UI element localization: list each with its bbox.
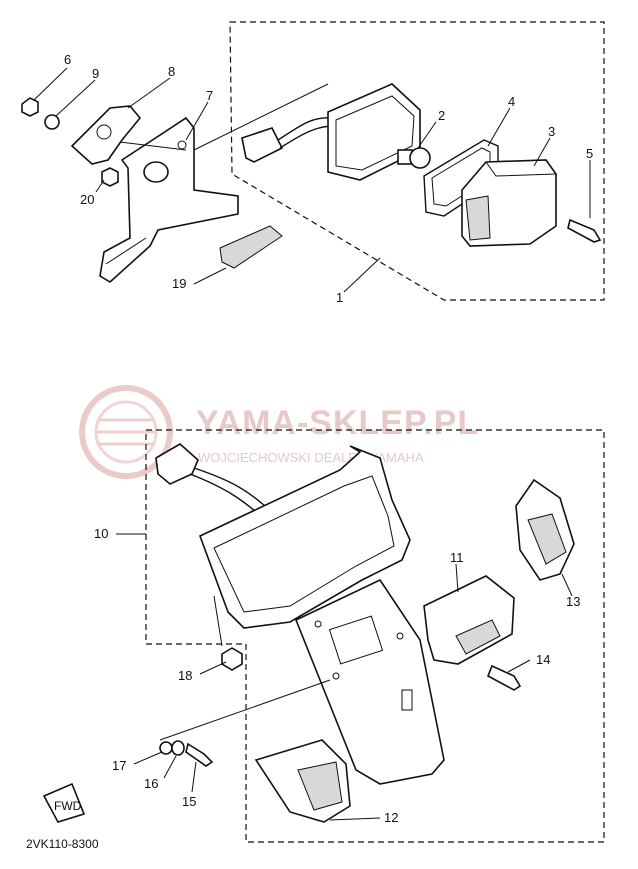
top-assembly [21, 21, 605, 301]
nut-6 [21, 97, 39, 117]
screw-14 [486, 664, 522, 691]
rear-fender-plate [294, 578, 445, 785]
license-bracket [99, 116, 239, 283]
washer-9 [44, 114, 60, 130]
fender-mount-bracket [198, 445, 411, 629]
bracket-bolt-hole [177, 140, 187, 150]
callout-6: 6 [64, 52, 71, 67]
plate-slot [401, 689, 413, 711]
bracket-hole [143, 161, 169, 183]
callout-11: 11 [450, 550, 464, 565]
bracket-slot [105, 237, 147, 265]
front-direction-badge: FWD [42, 782, 86, 823]
callout-10: 10 [94, 526, 108, 541]
wire-connector [241, 127, 284, 163]
leader-lines-bottom [116, 533, 573, 821]
reflector-19 [219, 225, 283, 269]
callout-12: 12 [384, 810, 398, 825]
nut-18 [221, 647, 243, 671]
watermark-logo [79, 385, 173, 479]
callout-7: 7 [206, 88, 213, 103]
callout-13: 13 [566, 594, 580, 609]
callout-2: 2 [438, 108, 445, 123]
callout-17: 17 [112, 758, 126, 773]
assembly-boundary-1 [229, 21, 605, 301]
bottom-assembly: FWD [42, 429, 605, 843]
bolt-15 [185, 742, 214, 767]
tail-lamp-housing [327, 83, 421, 181]
watermark-brand: YAMA-SKLEP.PL [196, 404, 479, 442]
callout-16: 16 [144, 776, 158, 791]
callout-18: 18 [178, 668, 192, 683]
callout-1: 1 [336, 290, 343, 305]
callout-3: 3 [548, 124, 555, 139]
screw-5 [567, 218, 602, 243]
leader-lines-top [33, 67, 591, 293]
nut-20 [101, 167, 119, 187]
assembly-boundary-10 [145, 429, 605, 843]
harness-connector [155, 443, 199, 485]
callout-4: 4 [508, 94, 515, 109]
callout-19: 19 [172, 276, 186, 291]
license-lamp-11 [423, 575, 515, 665]
front-badge-label: FWD [54, 799, 82, 813]
plate-window [328, 615, 384, 665]
callout-8: 8 [168, 64, 175, 79]
callout-9: 9 [92, 66, 99, 81]
diagram-code: 2VK110-8300 [26, 837, 99, 851]
callout-20: 20 [80, 192, 94, 207]
washer-16 [171, 740, 185, 756]
watermark: YAMA-SKLEP.PL WOJCIECHOWSKI DEALER YAMAH… [79, 385, 479, 479]
stay-plate [70, 105, 142, 165]
callout-14: 14 [536, 652, 550, 667]
watermark-tagline: WOJCIECHOWSKI DEALER YAMAHA [198, 450, 424, 465]
callout-labels: 1 2 3 4 5 6 7 8 9 10 11 12 13 14 15 16 1… [64, 52, 593, 825]
bulb-2 [397, 147, 431, 169]
callout-5: 5 [586, 146, 593, 161]
callout-15: 15 [182, 794, 196, 809]
